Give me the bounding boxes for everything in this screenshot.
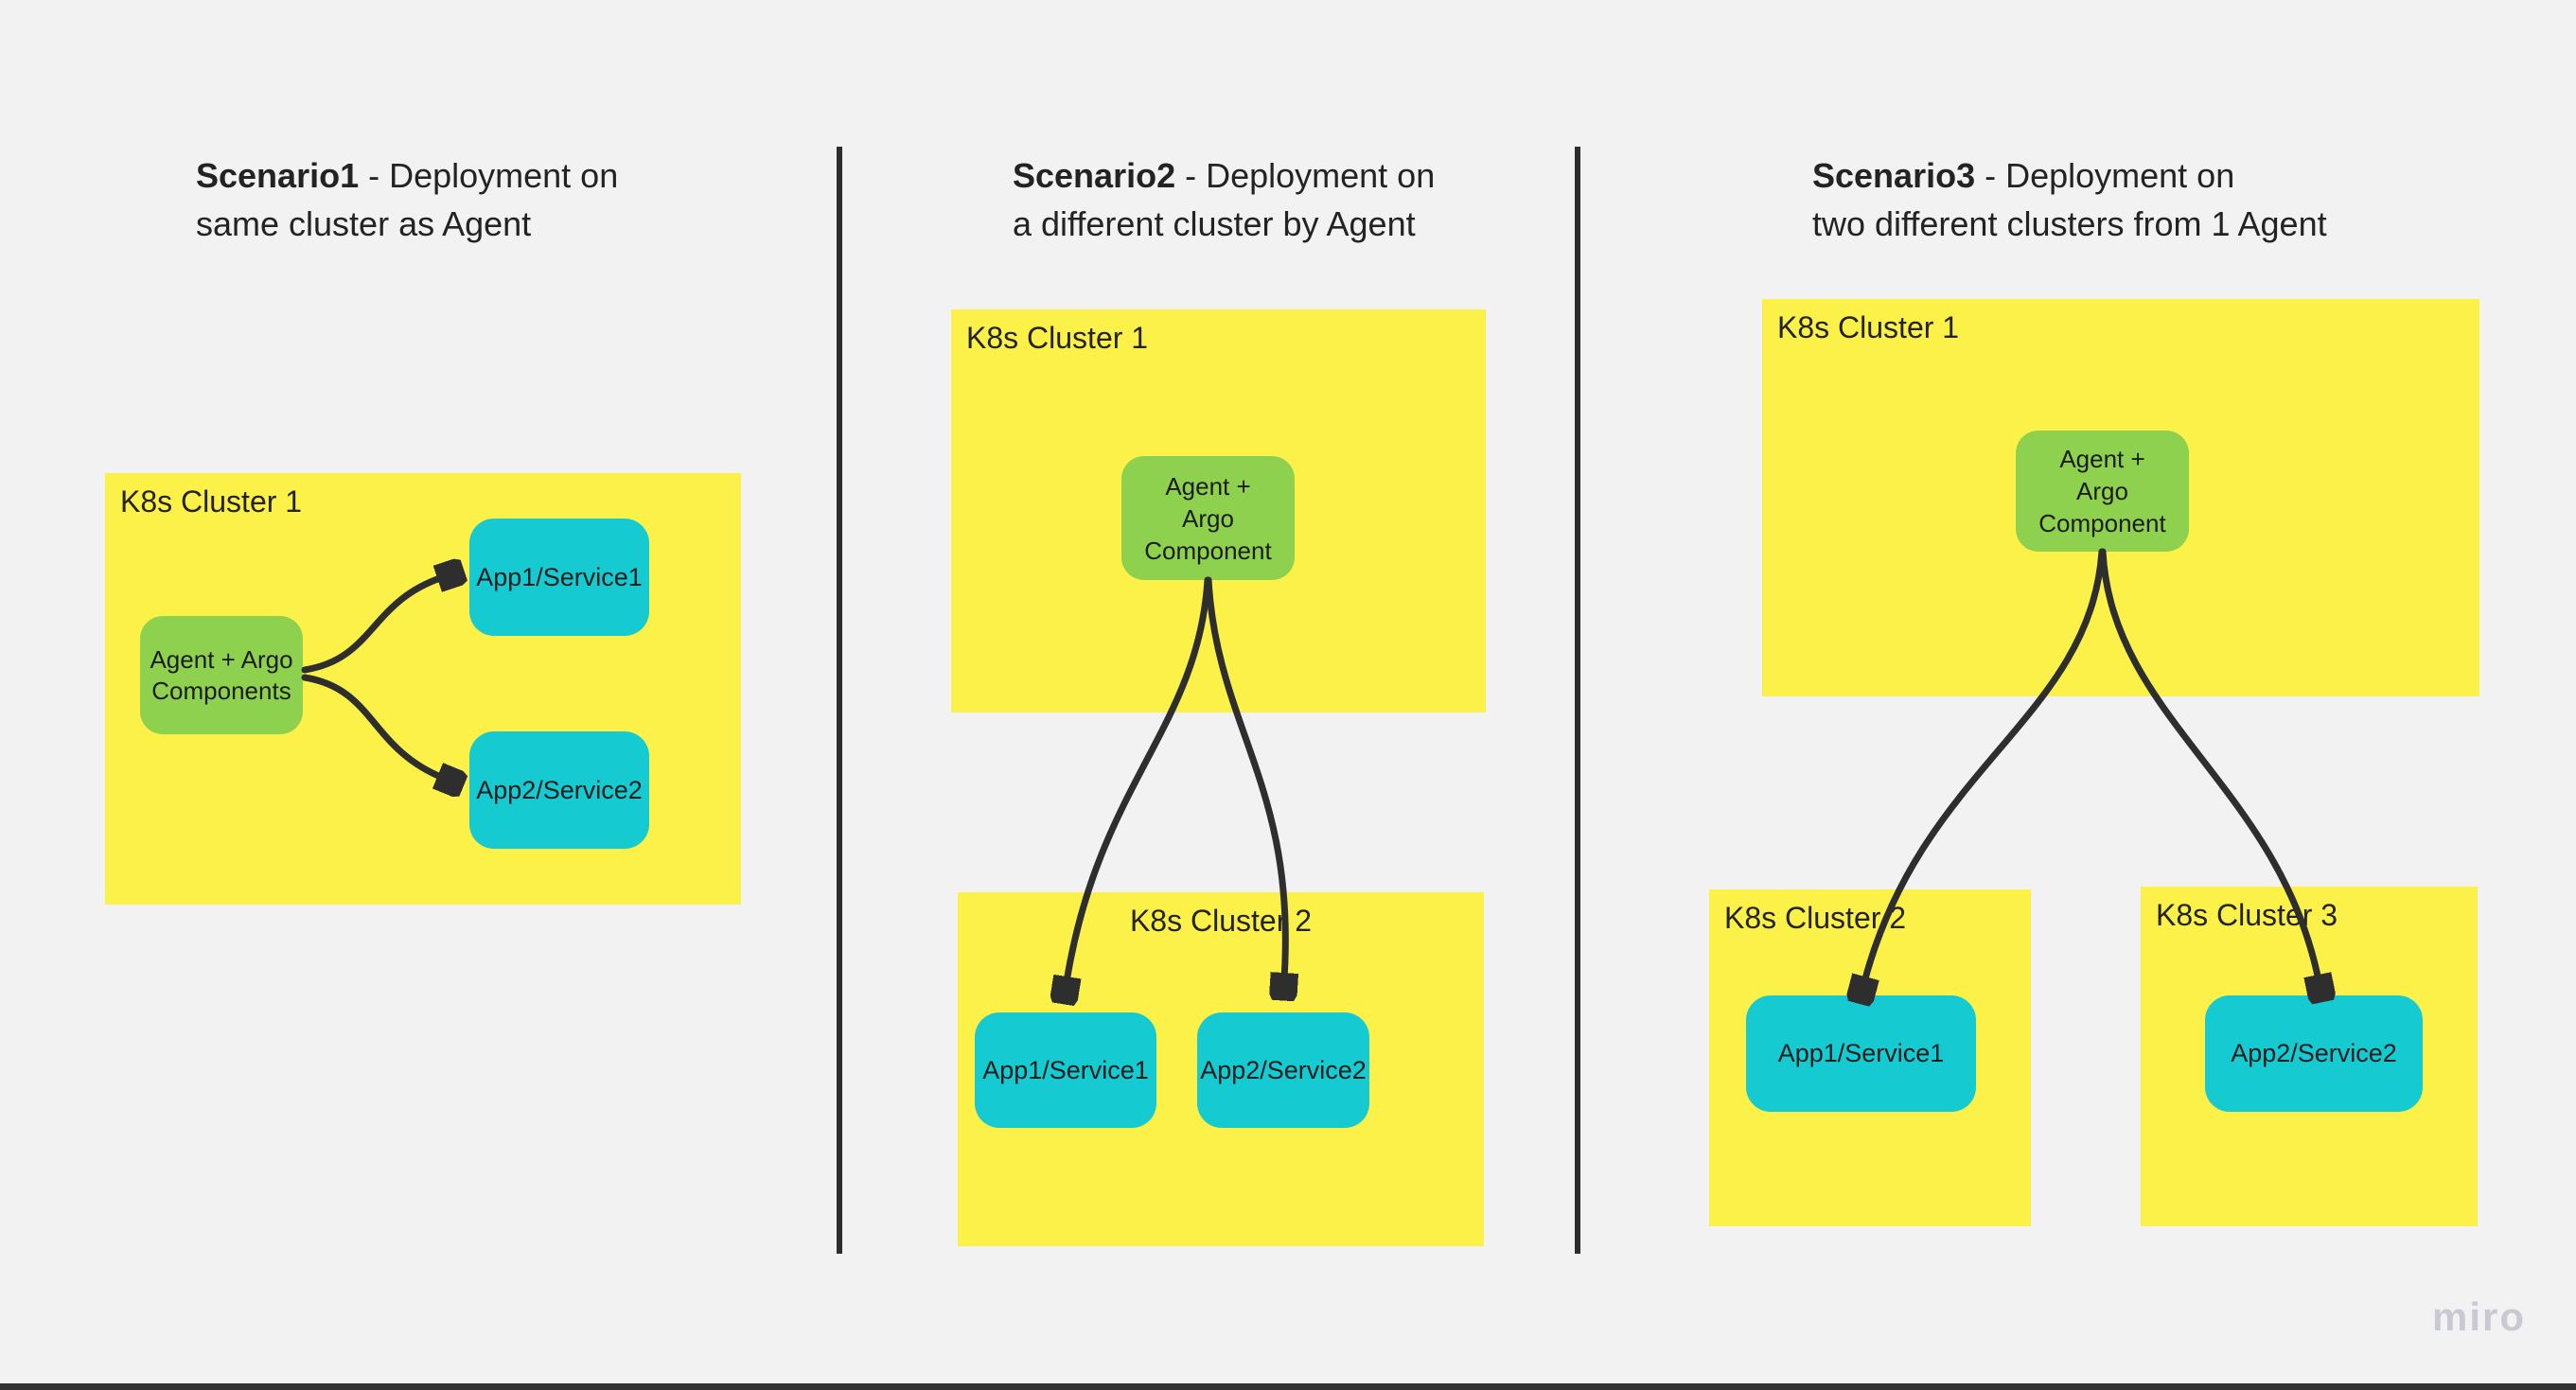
scenario3-title-bold: Scenario3 xyxy=(1812,156,1976,195)
scenario2-title-line1: Scenario2 - Deployment on xyxy=(1013,151,1435,200)
s1-agent-node: Agent + Argo Components xyxy=(140,616,303,734)
scenario1-title-line2: same cluster as Agent xyxy=(196,204,532,243)
s3-agent-label-line1: Agent + xyxy=(2059,445,2145,473)
miro-watermark[interactable]: miro xyxy=(2432,1294,2527,1339)
s1-app2-label: App2/Service2 xyxy=(476,775,643,804)
scenario2-title-bold: Scenario2 xyxy=(1013,156,1176,195)
s1-agent-label-line1: Agent + Argo xyxy=(150,644,293,674)
s2-agent-label-line2: Argo xyxy=(1182,503,1234,533)
scenario2-title: Scenario2 - Deployment on a different cl… xyxy=(1013,151,1435,248)
s1-app1-label: App1/Service1 xyxy=(476,562,643,591)
s3-app2-label: App2/Service2 xyxy=(2231,1039,2397,1067)
divider-line-2 xyxy=(1575,147,1580,1254)
scenario1-title: Scenario1 - Deployment on same cluster a… xyxy=(196,151,618,248)
s2-app2-node: App2/Service2 xyxy=(1197,1012,1369,1128)
s3-app1-node: App1/Service1 xyxy=(1746,995,1976,1112)
s2-cluster1-label: K8s Cluster 1 xyxy=(966,321,1149,355)
scenario3-title-line1: Scenario3 - Deployment on xyxy=(1812,151,2327,200)
bottom-edge-strip xyxy=(0,1383,2576,1390)
s3-app1-label: App1/Service1 xyxy=(1777,1039,1945,1067)
s2-agent-label-line3: Component xyxy=(1144,536,1272,565)
s3-agent-label-line2: Argo xyxy=(2076,477,2128,505)
divider-line-1 xyxy=(837,147,842,1254)
s3-agent-node: Agent + Argo Component xyxy=(2016,431,2189,552)
s3-cluster1-label: K8s Cluster 1 xyxy=(1777,310,1960,344)
s1-app2-node: App2/Service2 xyxy=(469,731,649,849)
scenario2-title-line2: a different cluster by Agent xyxy=(1013,204,1416,243)
scenario2-title-rest: - Deployment on xyxy=(1175,156,1436,195)
s2-agent-label-line1: Agent + xyxy=(1165,471,1251,501)
s1-cluster1-label: K8s Cluster 1 xyxy=(120,484,303,519)
s3-cluster3-label: K8s Cluster 3 xyxy=(2156,898,2338,932)
s2-agent-node: Agent + Argo Component xyxy=(1121,456,1295,580)
s3-cluster2-label: K8s Cluster 2 xyxy=(1724,901,1907,935)
s2-cluster2-label: K8s Cluster 2 xyxy=(1129,904,1313,938)
scenario3-title-line2: two different clusters from 1 Agent xyxy=(1812,204,2327,243)
s3-agent-label-line3: Component xyxy=(2038,509,2166,537)
s3-app2-node: App2/Service2 xyxy=(2205,995,2423,1112)
s1-agent-label-line2: Components xyxy=(151,676,291,705)
s2-app2-label: App2/Service2 xyxy=(1200,1055,1367,1084)
scenario1-title-rest: - Deployment on xyxy=(359,156,619,195)
s2-app1-node: App1/Service1 xyxy=(975,1012,1156,1128)
s2-app1-label: App1/Service1 xyxy=(982,1055,1149,1084)
scenario1-title-bold: Scenario1 xyxy=(196,156,360,195)
scenario3-title-rest: - Deployment on xyxy=(1975,156,2235,195)
s1-app1-node: App1/Service1 xyxy=(469,519,649,636)
scenario3-title: Scenario3 - Deployment on two different … xyxy=(1812,151,2327,248)
scenario1-title-line1: Scenario1 - Deployment on xyxy=(196,151,618,200)
